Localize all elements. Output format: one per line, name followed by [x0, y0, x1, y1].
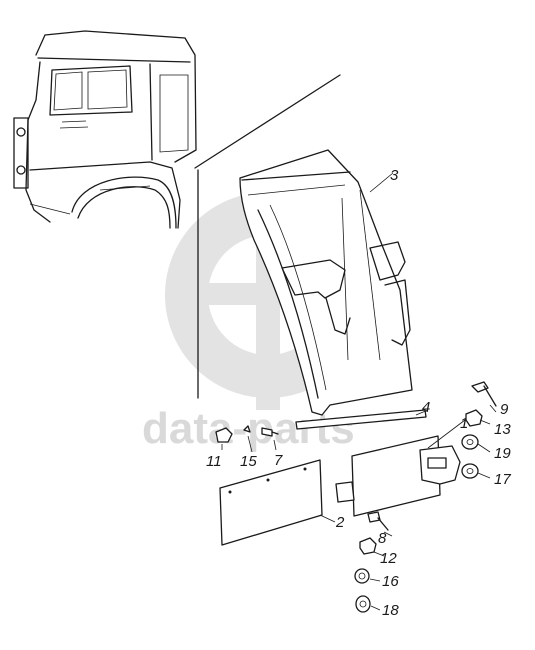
leader-lines	[221, 172, 497, 611]
frame-line-upper	[194, 74, 341, 169]
washer-17	[461, 463, 479, 479]
strip-part	[295, 409, 427, 430]
callout-13: 13	[494, 421, 511, 438]
callout-12: 12	[380, 550, 397, 567]
washer-16	[354, 568, 370, 584]
callout-1: 1	[460, 415, 468, 432]
washer-15	[243, 425, 251, 433]
callout-3: 3	[390, 167, 399, 184]
washer-19	[461, 434, 479, 450]
callout-labels: 1 2 3 4 7 8 9 11 12 13 15 16 17 18 19	[206, 167, 511, 619]
bolt-9-head	[471, 381, 489, 393]
callout-16: 16	[382, 573, 399, 590]
nut-11	[215, 427, 233, 443]
callout-15: 15	[240, 453, 257, 470]
mud-flap-part	[219, 459, 323, 546]
truck-cab-illustration	[13, 30, 197, 229]
fasteners	[215, 381, 497, 613]
washer-18	[355, 595, 371, 613]
callout-8: 8	[378, 530, 387, 547]
callout-19: 19	[494, 445, 511, 462]
callout-2: 2	[335, 514, 345, 531]
callout-9: 9	[500, 401, 509, 418]
mudguard-part	[239, 149, 413, 416]
bolt-8-head	[367, 511, 381, 523]
callout-17: 17	[494, 471, 511, 488]
nut-12	[359, 537, 377, 555]
callout-4: 4	[422, 399, 430, 416]
callout-18: 18	[382, 602, 399, 619]
bracket-part	[335, 435, 461, 517]
nut-13	[465, 409, 483, 427]
callout-7: 7	[274, 452, 283, 469]
callout-11: 11	[206, 453, 222, 470]
bolt-7-head	[261, 427, 273, 437]
